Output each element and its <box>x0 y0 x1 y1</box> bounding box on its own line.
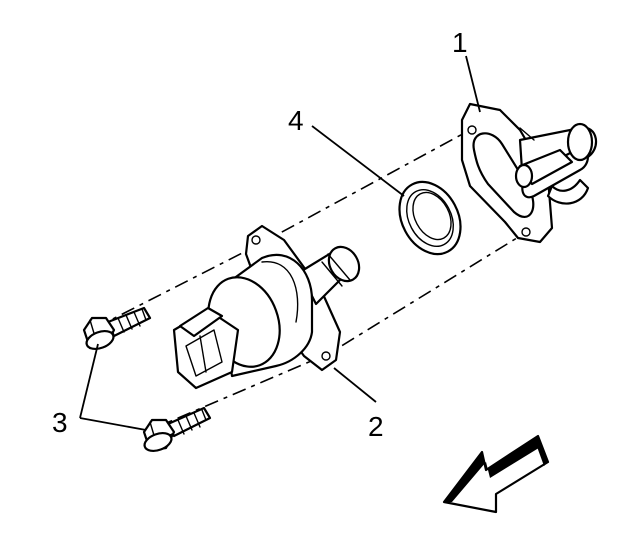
leader-lines <box>79 55 481 431</box>
idle-air-control-valve <box>172 224 361 390</box>
callout-4-label: 4 <box>288 105 304 136</box>
callout-2-label: 2 <box>368 411 384 442</box>
throttle-body-flange <box>460 102 597 244</box>
callout-3-label: 3 <box>52 407 68 438</box>
o-ring-seal <box>398 180 462 256</box>
callout-1-label: 1 <box>452 27 468 58</box>
lower-mounting-bolt <box>142 406 212 453</box>
direction-arrow-icon <box>442 434 550 514</box>
upper-mounting-bolt <box>82 306 152 351</box>
